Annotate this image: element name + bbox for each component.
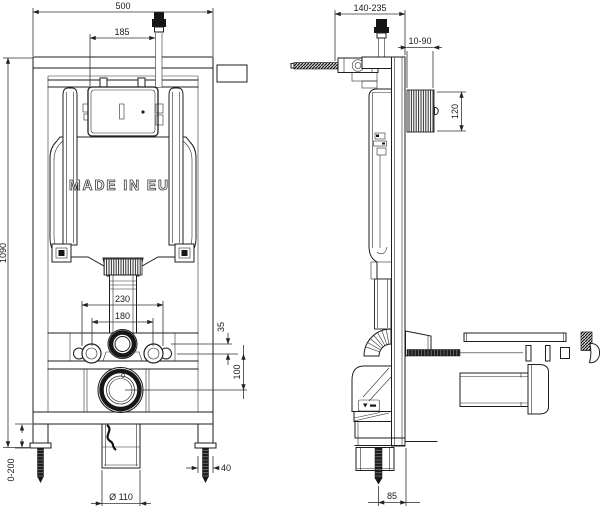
svg-text:100: 100	[232, 364, 242, 379]
svg-text:10-90: 10-90	[408, 36, 431, 46]
panel-pin	[141, 110, 145, 114]
svg-text:140-235: 140-235	[353, 3, 386, 13]
hanger-rail-right	[168, 87, 184, 246]
flush-bend-fan	[363, 328, 392, 357]
svg-text:230: 230	[115, 294, 130, 304]
svg-text:85: 85	[387, 491, 397, 501]
fixation-rod-set	[406, 332, 570, 362]
wall-plug-parts	[580, 331, 600, 364]
dimension-plate-120: 120	[437, 91, 466, 132]
svg-text:500: 500	[115, 1, 130, 11]
svg-text:180: 180	[115, 311, 130, 321]
rod-sleeve-tube	[463, 332, 567, 342]
bracket-knob	[434, 106, 439, 116]
water-inlet-pipe-front	[152, 12, 166, 87]
foot-plate-right	[194, 442, 217, 449]
drain-socket	[97, 367, 144, 413]
foot-plate-left	[29, 442, 52, 449]
drain-outlet-pipe	[101, 423, 141, 469]
made-in-eu-label: MADE IN EU	[69, 178, 170, 194]
dimension-bolts-230: 230	[81, 294, 164, 346]
rod-end-cap	[560, 347, 570, 359]
side-anchor-bolt	[374, 447, 383, 479]
dimension-anchor-40: 40	[186, 456, 231, 473]
rail-tab-left	[99, 77, 108, 88]
flush-pipe-side	[374, 278, 392, 330]
side-bottom-structure	[354, 421, 438, 485]
rod-nut-1	[525, 345, 532, 362]
anchor-bolt-right	[202, 447, 209, 478]
dimension-offset-35: 35	[171, 322, 238, 365]
svg-text:120: 120	[450, 104, 460, 119]
hanger-rail-left	[62, 87, 78, 246]
dimension-anchor-wall-85: 85	[368, 448, 420, 506]
flush-pipe-connector	[107, 329, 138, 359]
rod-nut-2	[545, 345, 551, 362]
wc-connection-pipe	[459, 364, 549, 415]
dimension-leg-0-200: 0-200	[6, 423, 32, 482]
pipe-break-mark	[106, 424, 117, 451]
dimension-width-500: 500	[32, 1, 214, 56]
svg-text:185: 185	[114, 27, 129, 37]
water-inlet-pipe-side	[374, 19, 389, 58]
dimension-offset-100: 100	[125, 345, 247, 399]
threaded-rod	[406, 349, 461, 357]
dimension-drain-dia-110: Ø 110	[91, 470, 151, 506]
anchor-bolt-left	[37, 447, 44, 478]
front-view: MADE IN EU	[0, 1, 248, 506]
pipe-flange	[527, 364, 549, 415]
cistern-side-profile	[368, 88, 392, 280]
dimension-height-1090: 1090	[0, 57, 33, 448]
wall-bracket-plate	[406, 89, 439, 133]
drain-elbow-side	[351, 365, 392, 422]
hanger-clip-right	[174, 243, 195, 263]
label-box	[216, 64, 248, 83]
dimension-wall-gap-10-90: 10-90	[398, 36, 442, 88]
dimension-bolts-180: 180	[91, 311, 154, 346]
svg-text:Ø 110: Ø 110	[109, 492, 133, 502]
panel-slot	[119, 103, 125, 120]
side-view: 140-235 10-90 120 85	[290, 3, 600, 506]
svg-text:0-200: 0-200	[6, 458, 16, 481]
svg-text:35: 35	[216, 322, 226, 332]
rail-tab-right	[137, 77, 146, 88]
dimension-inlet-185: 185	[89, 27, 156, 86]
svg-text:40: 40	[221, 463, 231, 473]
fixing-bolt-holes	[73, 343, 172, 364]
svg-text:1090: 1090	[0, 243, 8, 263]
access-panel	[82, 86, 164, 137]
hanger-clip-left	[51, 243, 72, 263]
